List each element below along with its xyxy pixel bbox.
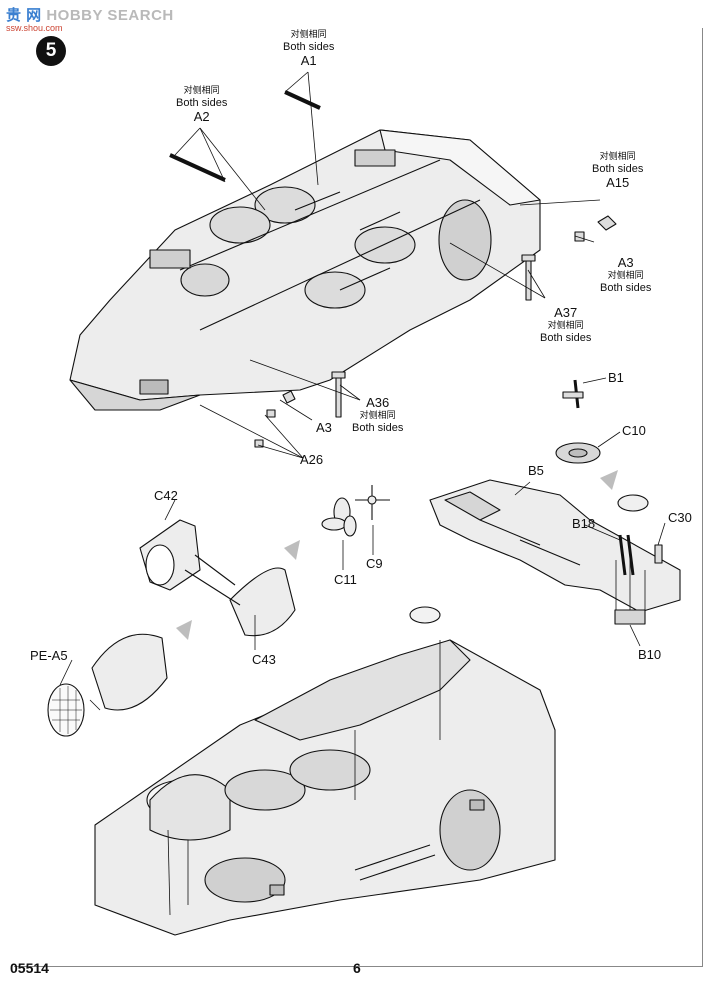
callout-a3-right: A3 对侧相同 Both sides bbox=[600, 255, 652, 294]
part-a3-lower bbox=[282, 390, 296, 404]
part-c11-fan bbox=[321, 497, 357, 537]
callout-c10: C10 bbox=[622, 423, 646, 438]
callout-c9: C9 bbox=[366, 556, 383, 571]
watermark-url: ssw.shou.com bbox=[6, 23, 63, 33]
callout-c30: C30 bbox=[668, 510, 692, 525]
callout-c42: C42 bbox=[154, 488, 178, 503]
callout-a26: A26 bbox=[300, 452, 324, 467]
callout-c11: C11 bbox=[334, 572, 357, 587]
model-number: 05514 bbox=[10, 960, 49, 976]
callout-c43: C43 bbox=[252, 652, 276, 667]
watermark-brand-cn: 贵 网 bbox=[6, 7, 42, 24]
part-a36 bbox=[331, 371, 346, 418]
page-frame bbox=[14, 28, 703, 967]
callout-a37: A37 对侧相同 Both sides bbox=[540, 305, 592, 344]
part-b18 bbox=[618, 534, 635, 576]
part-a26 bbox=[254, 409, 276, 448]
part-c42-duct bbox=[139, 519, 201, 591]
callout-pe-a5: PE-A5 bbox=[30, 648, 68, 663]
part-b5-floor bbox=[429, 479, 681, 625]
upper-hull-assembly bbox=[69, 129, 541, 411]
callout-b18: B18 bbox=[572, 516, 596, 531]
step-number-badge: 5 bbox=[36, 36, 66, 66]
part-b1 bbox=[562, 379, 584, 409]
callout-b10: B10 bbox=[638, 647, 662, 662]
callout-b5: B5 bbox=[528, 463, 544, 478]
watermark-logo: 贵 网 HOBBY SEARCH ssw.shou.com bbox=[6, 4, 174, 33]
callout-a15: 对侧相同 Both sides A15 bbox=[592, 151, 644, 190]
callout-a36: A36 对侧相同 Both sides bbox=[352, 395, 404, 434]
callout-b1: B1 bbox=[608, 370, 624, 385]
part-a15 bbox=[597, 215, 617, 231]
callout-a2: 对侧相同 Both sides A2 bbox=[176, 85, 228, 124]
page-number: 6 bbox=[353, 960, 361, 976]
part-c43-duct bbox=[184, 554, 296, 637]
part-c30 bbox=[654, 544, 663, 564]
callout-a1: 对侧相同 Both sides A1 bbox=[283, 29, 335, 68]
part-pe-a5 bbox=[47, 633, 168, 737]
part-c10 bbox=[555, 442, 601, 464]
watermark-brand-en: HOBBY SEARCH bbox=[46, 7, 174, 24]
part-c9-fan bbox=[355, 485, 390, 520]
part-a3-right bbox=[574, 231, 585, 242]
part-a1-rods bbox=[169, 90, 321, 182]
callout-a3-lower: A3 bbox=[316, 420, 332, 435]
part-a37 bbox=[521, 254, 536, 301]
